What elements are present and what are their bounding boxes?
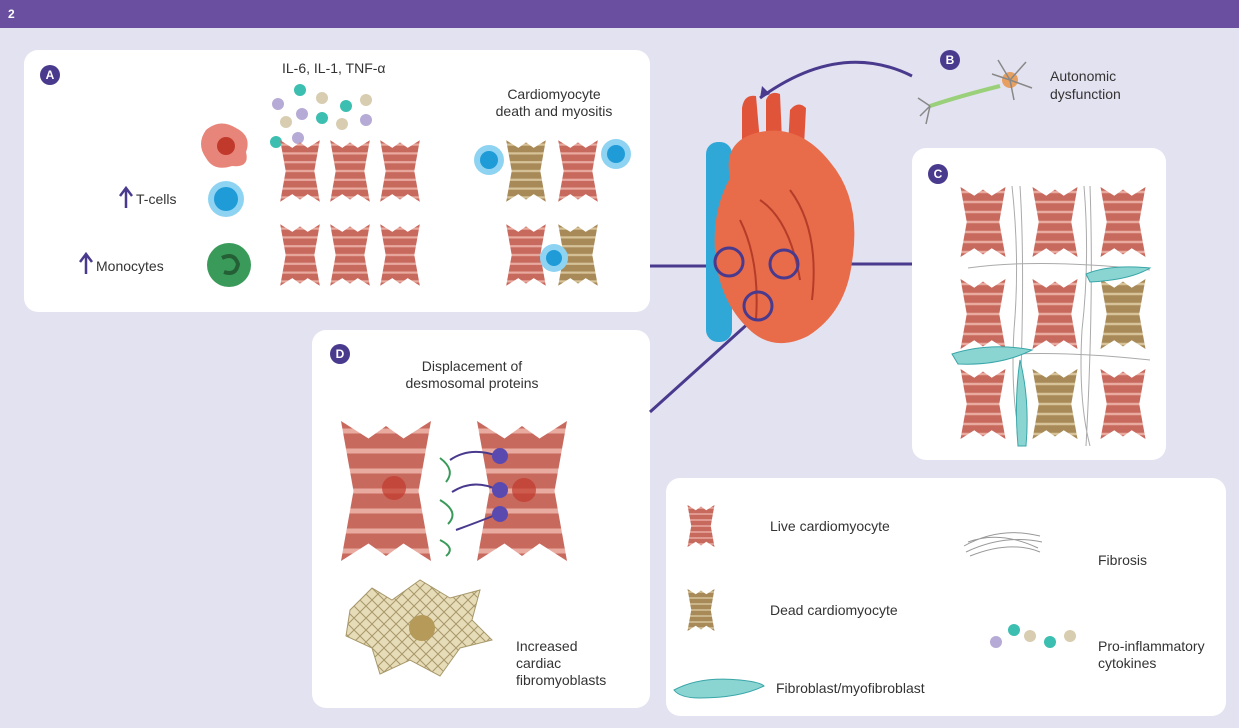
legend-live-icon: [688, 505, 715, 547]
legend-dead-label: Dead cardiomyocyte: [770, 602, 898, 619]
legend-fibrosis-label: Fibrosis: [1098, 552, 1147, 569]
desmosomal-title-line2: desmosomal proteins: [372, 375, 572, 392]
fibromyoblast-label-line3: fibromyoblasts: [516, 672, 606, 689]
badge-a: A: [40, 65, 60, 85]
badge-b: B: [940, 50, 960, 70]
badge-d: D: [330, 344, 350, 364]
fibromyoblast-label-line1: Increased: [516, 638, 577, 655]
legend-cytokines-label-line2: cytokines: [1098, 655, 1156, 672]
cardiomyocyte-death-label-line1: Cardiomyocyte: [464, 86, 644, 103]
legend-fibroblast-icon: [674, 679, 764, 698]
badge-c: C: [928, 164, 948, 184]
desmosomal-title-line1: Displacement of: [372, 358, 572, 375]
legend-cytokines-icon: [990, 624, 1076, 648]
legend-live-label: Live cardiomyocyte: [770, 518, 890, 535]
cytokines-label: IL-6, IL-1, TNF-α: [282, 60, 386, 77]
legend-cytokines-label-line1: Pro-inflammatory: [1098, 638, 1205, 655]
legend-dead-icon: [688, 589, 715, 631]
legend-fibrosis-icon: [964, 533, 1042, 556]
autonomic-label-line1: Autonomic: [1050, 68, 1116, 85]
monocytes-label: Monocytes: [96, 258, 164, 275]
cardiomyocyte-death-label-line2: death and myositis: [464, 103, 644, 120]
fibromyoblast-label-line2: cardiac: [516, 655, 561, 672]
legend-fibroblast-label: Fibroblast/myofibroblast: [776, 680, 925, 697]
autonomic-label-line2: dysfunction: [1050, 86, 1121, 103]
tcells-label: T-cells: [136, 191, 176, 208]
